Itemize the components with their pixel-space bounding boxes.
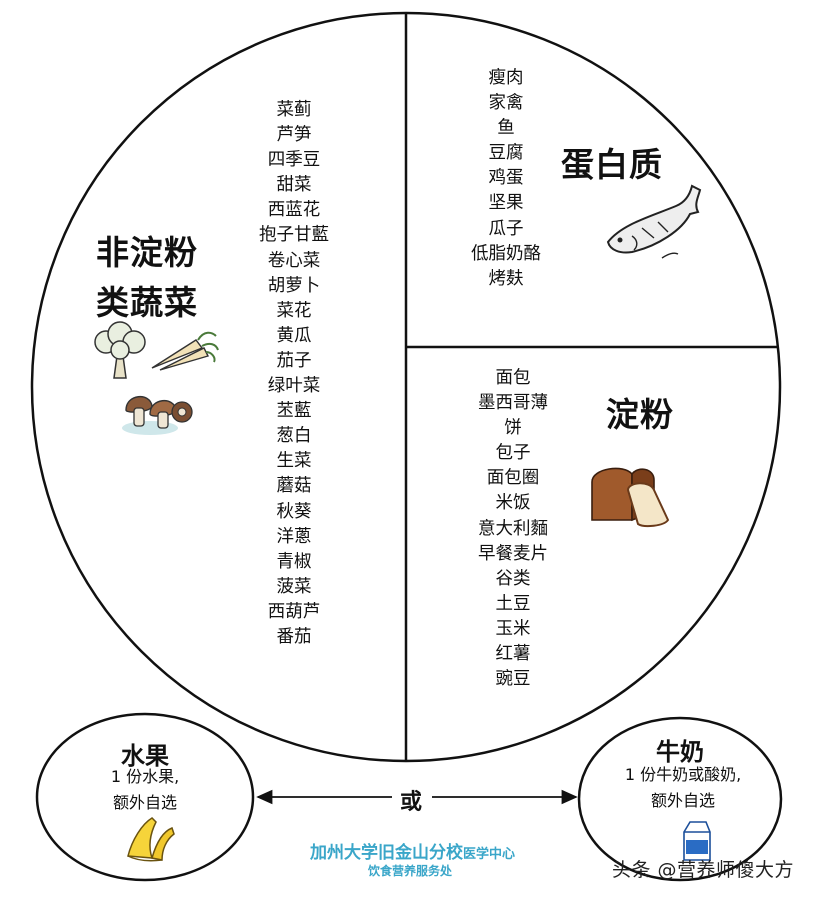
list-item: 菠菜: [276, 576, 312, 597]
list-item: 谷类: [495, 568, 531, 589]
list-item: 面包: [495, 368, 531, 388]
banana-icon: [127, 817, 175, 862]
list-item: 抱子甘藍: [259, 225, 329, 246]
list-item: 绿叶菜: [267, 376, 321, 397]
list-item: 家禽: [488, 93, 524, 114]
list-item: 卷心菜: [267, 250, 321, 271]
milk-circle: [577, 716, 783, 882]
list-item: 黄瓜: [276, 325, 312, 346]
fish-icon: [606, 184, 702, 259]
protein-list: 瘦肉 家禽 鱼 豆腐 鸡蛋 坚果 瓜子 低脂奶酪 烤麸: [456, 66, 556, 292]
broccoli-icon: [94, 321, 146, 379]
list-item: 葱白: [276, 426, 312, 447]
list-item: 胡萝卜: [267, 275, 321, 296]
credit-org: 加州大学旧金山分校医学中心: [270, 838, 555, 863]
fruit-note-line-2: 额外自选: [112, 793, 177, 812]
vegetables-title-line-1: 非淀粉: [96, 233, 198, 272]
fruit-note-line-1: 1 份水果,: [110, 767, 180, 786]
list-item: 玉米: [495, 618, 531, 639]
starch-list: 面包 墨西哥薄 饼 包子 面包圈 米饭 意大利麵 早餐麦片 谷类 土豆 玉米 红…: [462, 366, 564, 692]
list-item: 西蓝花: [267, 200, 321, 221]
vegetables-title-line-2: 类蔬菜: [96, 283, 198, 322]
list-item: 豌豆: [495, 669, 531, 690]
list-item: 意大利麵: [478, 518, 548, 539]
list-item: 米饭: [495, 493, 531, 514]
list-item: 瓜子: [488, 218, 524, 239]
fruit-title: 水果: [121, 742, 169, 770]
watermark: 头条 @营养师傻大方: [612, 859, 795, 881]
list-item: 土豆: [495, 593, 531, 614]
mushroom-icon: [122, 396, 193, 435]
list-item: 坚果: [488, 193, 524, 214]
fruit-note: 1 份水果, 额外自选: [70, 764, 220, 816]
list-item: 洋蔥: [276, 526, 312, 547]
protein-title: 蛋白质: [561, 145, 663, 184]
vegetables-list: 菜蓟 芦笋 四季豆 甜菜 西蓝花 抱子甘藍 卷心菜 胡萝卜 菜花 黄瓜 茄子 绿…: [234, 98, 354, 650]
list-item: 鱼: [497, 118, 515, 139]
list-item: 面包圈: [486, 468, 540, 489]
vegetables-title: 非淀粉 类蔬菜: [82, 228, 212, 328]
list-item: 豆腐: [488, 143, 524, 164]
list-item: 饼: [504, 418, 522, 439]
list-item: 蘑菇: [276, 476, 312, 497]
carrot-icon: [151, 331, 219, 371]
list-item: 西葫芦: [267, 601, 321, 622]
milk-note-line-1: 1 份牛奶或酸奶,: [624, 765, 742, 784]
fruit-circle: [35, 712, 255, 882]
milk-note-line-2: 额外自选: [650, 791, 715, 810]
list-item: 菜蓟: [276, 100, 312, 120]
list-item: 甜菜: [276, 175, 312, 196]
list-item: 番茄: [276, 626, 312, 647]
milk-note: 1 份牛奶或酸奶, 额外自选: [608, 762, 758, 814]
bread-icon: [591, 467, 670, 528]
list-item: 墨西哥薄: [478, 393, 548, 414]
list-item: 苤藍: [276, 401, 312, 422]
list-item: 鸡蛋: [488, 168, 524, 189]
list-item: 芦笋: [276, 125, 312, 146]
credit-org-name: 加州大学旧金山分校: [309, 843, 463, 863]
milk-carton-icon: [683, 821, 711, 861]
list-item: 四季豆: [267, 150, 321, 171]
list-item: 烤麸: [488, 268, 524, 289]
list-item: 低脂奶酪: [471, 243, 541, 264]
list-item: 青椒: [276, 551, 312, 572]
list-item: 红薯: [495, 644, 531, 665]
starch-title: 淀粉: [606, 395, 674, 434]
list-item: 瘦肉: [488, 68, 524, 88]
list-item: 生菜: [276, 451, 312, 472]
connector-label: 或: [400, 790, 423, 815]
list-item: 包子: [495, 443, 531, 464]
credit-dept: 饮食营养服务处: [367, 864, 452, 878]
list-item: 菜花: [276, 300, 312, 321]
list-item: 早餐麦片: [478, 543, 548, 564]
credit-center: 医学中心: [462, 847, 515, 862]
milk-title: 牛奶: [656, 738, 704, 766]
list-item: 茄子: [276, 350, 312, 371]
list-item: 秋葵: [276, 501, 312, 522]
